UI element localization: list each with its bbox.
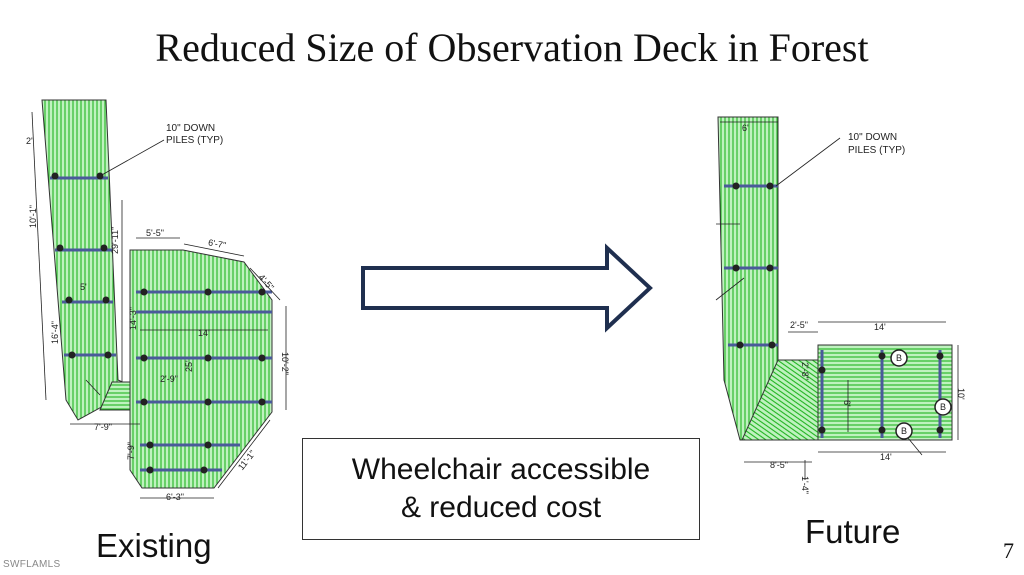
dim-label: 5'-5" [146, 228, 164, 238]
dim-label: 6' [842, 400, 852, 407]
dim-label: 8'-5" [770, 460, 788, 470]
future-beams [724, 184, 942, 438]
watermark: SWFLAMLS [3, 559, 61, 570]
future-dimension-labels: 6' 2'-5" 14' 2'-8" 6' 10' 8'-5" 14' 1'-4… [742, 123, 966, 494]
existing-deck-drawing: 2' 10'-1" 29'-11" 5'-5" 6'-7" 4'-5" 5' 1… [26, 99, 290, 502]
future-pile-note-line1: 10" DOWN [848, 132, 897, 143]
dim-label: 10' [956, 388, 966, 400]
existing-platform [129, 249, 273, 489]
dim-label: 7'-9" [126, 442, 136, 460]
future-piles [732, 182, 944, 434]
bench-label: B [940, 402, 946, 412]
dim-label: 2'-5" [790, 320, 808, 330]
callout-line1: Wheelchair accessible [351, 453, 651, 486]
dim-label: 1'-4" [800, 476, 810, 494]
existing-pile-note-line2: PILES (TYP) [166, 135, 223, 146]
existing-dimension-lines [31, 111, 287, 499]
dim-label: 10'-2" [280, 352, 290, 375]
dim-label: 29'-11" [110, 227, 120, 254]
existing-caption: Existing [96, 527, 212, 564]
future-deck-drawing: B B B 6' 2'-5" 14' 2'-8" 6' 10' 8'-5" [715, 116, 966, 494]
dim-label: 14'-3" [128, 307, 138, 330]
dim-label: 14' [198, 328, 210, 338]
transition-arrow [361, 243, 653, 333]
dim-label: 16'-4" [50, 321, 60, 344]
existing-piles [51, 172, 266, 474]
future-dimension-lines [715, 121, 959, 480]
dim-label: 6' [742, 123, 749, 133]
dim-label: 14' [880, 452, 892, 462]
future-platform [817, 344, 953, 441]
dim-label: 25' [184, 360, 194, 372]
bench-label: B [901, 426, 907, 436]
dim-label: 2'-8" [800, 362, 810, 380]
future-bench-labels: B B B [896, 353, 946, 436]
callout-line2: & reduced cost [400, 491, 602, 524]
future-bench-markers [890, 349, 952, 440]
bench-label: B [896, 353, 902, 363]
future-caption: Future [805, 513, 901, 550]
dim-label: 7'-9" [94, 422, 112, 432]
dim-label: 2'-9" [160, 374, 178, 384]
dim-label: 14' [874, 322, 886, 332]
dim-label: 6'-7" [207, 237, 226, 250]
callout-box: Wheelchair accessible & reduced cost [302, 438, 700, 540]
dim-label: 5' [80, 282, 87, 292]
page-number: 7 [1003, 538, 1014, 563]
slide-title: Reduced Size of Observation Deck in Fore… [155, 25, 869, 70]
dim-label: 10'-1" [28, 205, 38, 228]
dim-label: 2' [26, 136, 33, 146]
dim-label: 6'-3" [166, 492, 184, 502]
future-pile-note-line2: PILES (TYP) [848, 145, 905, 156]
existing-pile-note-line1: 10" DOWN [166, 123, 215, 134]
